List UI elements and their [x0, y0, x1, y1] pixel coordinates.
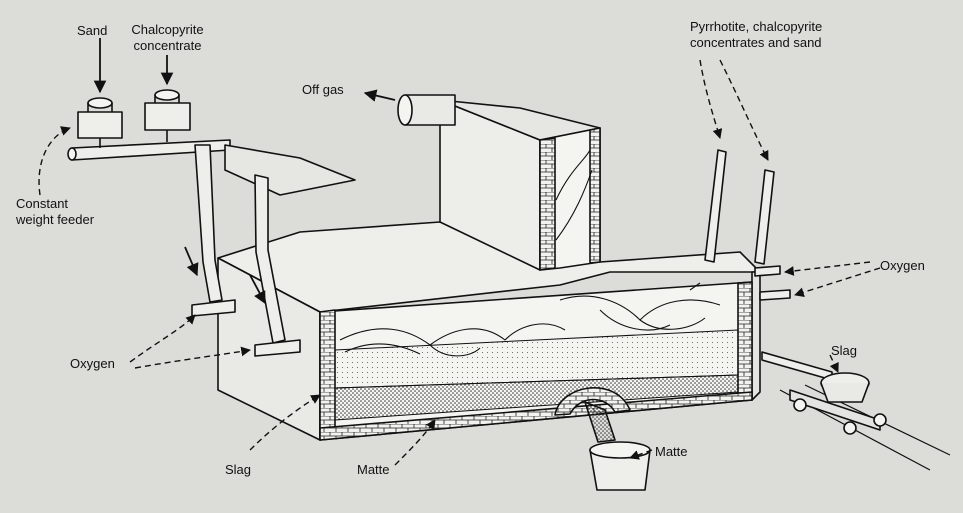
oxygen-left-label: Oxygen	[70, 356, 115, 371]
off-gas-label: Off gas	[302, 82, 344, 97]
flame-swirls	[339, 282, 721, 357]
solid-arrows	[93, 38, 396, 305]
matte-ladle-label: Matte	[655, 444, 688, 459]
sand-label: Sand	[77, 23, 108, 38]
oxygen-right-label: Oxygen	[880, 258, 925, 273]
right-feed-pipes	[704, 149, 791, 301]
constant-weight-feeder-label: Constant weight feeder	[16, 196, 95, 227]
chalcopyrite-concentrate-label: Chalcopyrite concentrate	[131, 22, 204, 53]
slag-car	[761, 351, 951, 471]
dashed-arrows	[38, 59, 881, 466]
slag-car-label: Slag	[831, 343, 858, 358]
slag-furnace-label: Slag	[225, 462, 252, 477]
pyrrhotite-concentrates-label: Pyrrhotite, chalcopyrite concentrates an…	[690, 19, 823, 50]
uptake-shaft	[397, 94, 601, 271]
matte-tap-and-ladle	[554, 387, 651, 491]
left-feeders	[67, 89, 356, 357]
matte-furnace-label: Matte	[357, 462, 390, 477]
matte-layer	[334, 374, 739, 421]
